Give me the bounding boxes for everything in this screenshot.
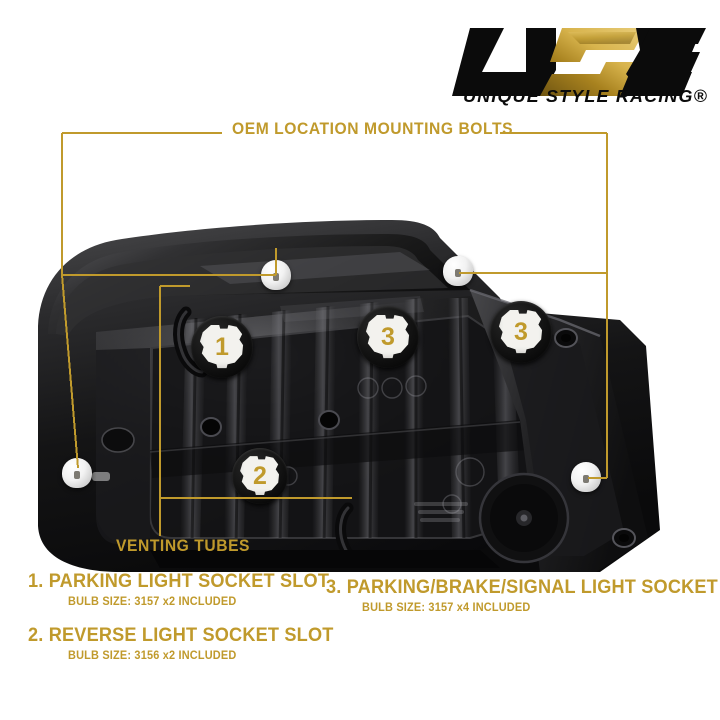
- legend-item-2: 2. REVERSE LIGHT SOCKET SLOT BULB SIZE: …: [28, 624, 357, 662]
- mounting-bolt-bottom-right: [571, 462, 601, 492]
- socket-slot-2: 2: [232, 448, 288, 504]
- legend-item-1: 1. PARKING LIGHT SOCKET SLOT BULB SIZE: …: [28, 570, 352, 608]
- callout-label-oem-bolts: OEM LOCATION MOUNTING BOLTS: [232, 119, 514, 138]
- socket-number: 3: [514, 317, 528, 346]
- brand-tagline: UNIQUE STYLE RACING®: [424, 86, 708, 107]
- socket-slot-1: 1: [191, 316, 253, 378]
- bolt-pin: [583, 474, 589, 483]
- tagline-text: UNIQUE STYLE RACING: [463, 86, 694, 106]
- legend-item-1-title: PARKING LIGHT SOCKET SLOT: [48, 570, 330, 592]
- legend-item-2-bulb: BULB SIZE: 3156 x2 INCLUDED: [68, 650, 237, 662]
- socket-number: 2: [253, 461, 267, 490]
- legend-item-3: 3. PARKING/BRAKE/SIGNAL LIGHT SOCKET SLO…: [326, 576, 720, 614]
- legend-item-1-index: 1.: [28, 570, 44, 592]
- legend-item-3-index: 3.: [326, 576, 342, 598]
- registered-mark-icon: ®: [693, 86, 708, 106]
- mounting-bolt-bottom-left: [62, 458, 92, 488]
- usr-logo: [430, 22, 708, 114]
- legend-item-2-title-row: 2. REVERSE LIGHT SOCKET SLOT: [28, 624, 334, 647]
- legend-item-1-title-row: 1. PARKING LIGHT SOCKET SLOT: [28, 570, 329, 593]
- bolt-pin: [455, 268, 461, 277]
- socket-slot-3b: 3: [490, 301, 552, 363]
- legend-item-3-title: PARKING/BRAKE/SIGNAL LIGHT SOCKET SLOT: [346, 576, 720, 598]
- callout-label-venting-tubes: VENTING TUBES: [116, 536, 251, 555]
- legend-item-1-bulb: BULB SIZE: 3157 x2 INCLUDED: [68, 596, 237, 608]
- legend-item-2-index: 2.: [28, 624, 44, 646]
- bolt-pin: [74, 470, 80, 479]
- legend: 1. PARKING LIGHT SOCKET SLOT BULB SIZE: …: [0, 566, 720, 686]
- legend-item-3-bulb: BULB SIZE: 3157 x4 INCLUDED: [362, 602, 531, 614]
- mounting-bolt-top-left: [261, 260, 291, 290]
- vent-tube-upper: [173, 306, 208, 378]
- legend-item-3-title-row: 3. PARKING/BRAKE/SIGNAL LIGHT SOCKET SLO…: [326, 576, 720, 599]
- bolt-pin: [273, 272, 279, 281]
- socket-number: 3: [381, 322, 395, 351]
- mounting-bolt-top-right: [443, 256, 473, 286]
- socket-number: 1: [215, 332, 229, 361]
- socket-slot-3a: 3: [357, 306, 419, 368]
- legend-item-2-title: REVERSE LIGHT SOCKET SLOT: [48, 624, 334, 646]
